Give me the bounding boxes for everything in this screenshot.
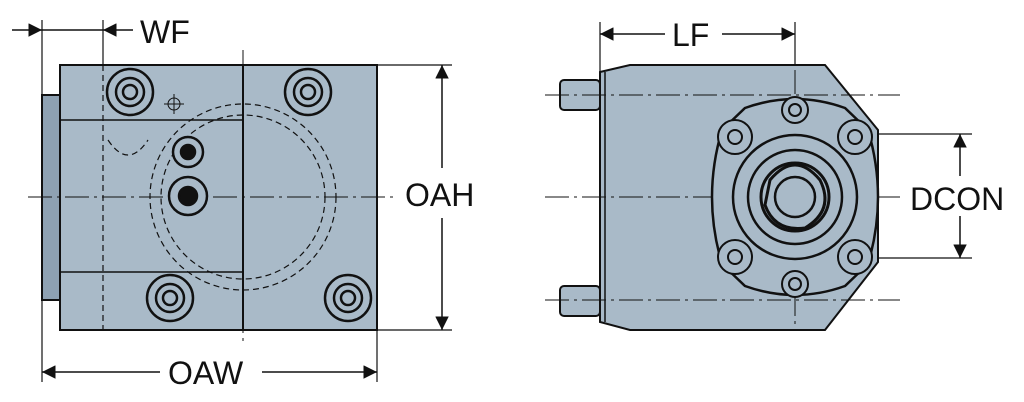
label-oah: OAH xyxy=(405,177,474,213)
dimension-wf: WF xyxy=(12,14,190,95)
dimension-lf: LF xyxy=(599,17,796,72)
label-wf: WF xyxy=(140,14,190,50)
dimension-oaw: OAW xyxy=(41,300,378,391)
label-dcon: DCON xyxy=(910,181,1004,217)
label-lf: LF xyxy=(672,17,709,53)
label-oaw: OAW xyxy=(168,355,244,391)
bolt-holes-front xyxy=(717,96,873,298)
front-view: LF DCON xyxy=(545,17,1004,331)
coolant-ports xyxy=(167,135,209,217)
collet xyxy=(731,133,859,261)
dimension-oah: OAH xyxy=(377,64,474,331)
side-view: WF OAH OAW xyxy=(12,14,474,391)
dimension-dcon: DCON xyxy=(878,133,1004,259)
bolt-holes-side xyxy=(105,67,373,323)
dowel-pin-bottom xyxy=(559,285,601,317)
